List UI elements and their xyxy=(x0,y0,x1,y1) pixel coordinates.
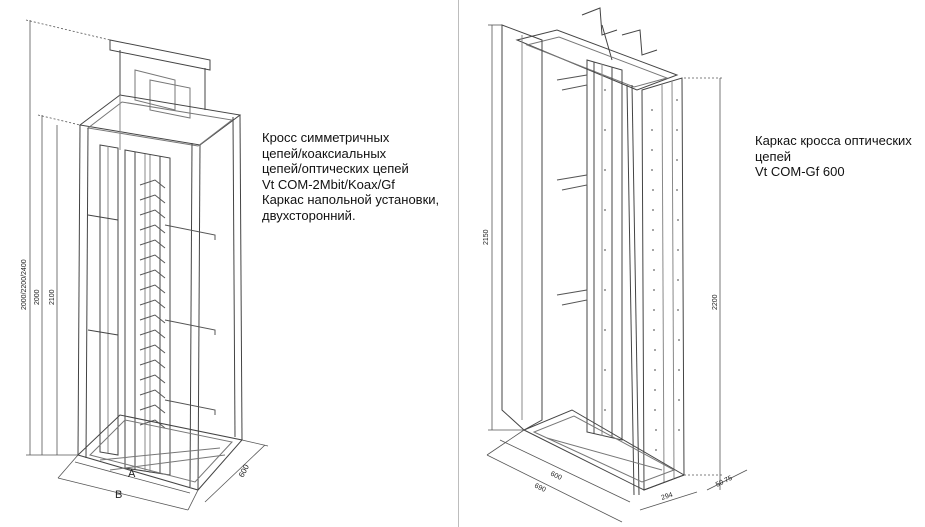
left-caption-line: цепей/коаксиальных xyxy=(262,145,387,161)
right-caption-line: Каркас кросса оптических xyxy=(755,133,912,148)
left-caption-line: Кросс симметричных xyxy=(262,130,390,145)
top-frame xyxy=(517,30,677,90)
left-caption-line: цепей/оптических цепей xyxy=(262,161,409,177)
top-bracket xyxy=(582,8,617,35)
frame-post-front-left xyxy=(78,125,80,455)
dim-label-b: B xyxy=(115,489,122,501)
base-frame xyxy=(524,410,684,490)
left-caption: Кросс симметричных цепей/коаксиальных це… xyxy=(262,130,439,224)
dim-line-a xyxy=(75,462,190,493)
dim-line-offset xyxy=(640,492,697,510)
dim-label-width-front: 600 xyxy=(549,471,563,482)
left-rack-drawing: 2000/2200/2400 2000 2100 A B 600 xyxy=(21,0,458,527)
left-caption-line: двухсторонний. xyxy=(262,207,356,223)
central-column xyxy=(125,150,170,475)
left-caption-line: Vt COM-2Mbit/Koax/Gf xyxy=(262,176,395,192)
vertical-rod xyxy=(627,85,634,495)
panel-divider xyxy=(458,0,459,527)
dim-label-depth: 600 xyxy=(237,462,251,478)
dim-label-offset: 294 xyxy=(660,492,673,502)
side-panel-left xyxy=(100,145,118,455)
dim-line-width-front xyxy=(500,440,630,502)
dim-label-height-right: 2200 xyxy=(712,294,719,310)
side-panel-left xyxy=(502,25,542,430)
dim-label-depth-bottom: 690 xyxy=(533,483,547,494)
right-caption: Каркас кросса оптических цепей Vt COM-Gf… xyxy=(755,133,912,180)
dim-label-3: 2100 xyxy=(49,289,56,305)
perforation-dots xyxy=(604,89,680,451)
left-caption-line: Каркас напольной установки, xyxy=(262,192,440,208)
dim-label-2: 2000 xyxy=(34,289,41,305)
frame-post-back-right xyxy=(240,115,242,440)
dim-line-depth xyxy=(205,445,265,502)
dim-line-b xyxy=(58,478,188,510)
right-caption-line: цепей xyxy=(755,148,792,164)
central-column xyxy=(587,60,622,440)
dim-label-small-gap: 50 75 xyxy=(715,475,734,489)
right-caption-line: Vt COM-Gf 600 xyxy=(755,164,845,180)
left-panel: 2000/2200/2400 2000 2100 A B 600 Кросс с… xyxy=(0,0,458,527)
top-frame xyxy=(80,95,240,145)
dim-label-a: A xyxy=(128,468,136,480)
dim-label-overall: 2000/2200/2400 xyxy=(21,259,28,310)
top-bracket xyxy=(110,40,210,70)
frame-post-front-right xyxy=(198,145,200,490)
dim-line-depth-bottom xyxy=(487,455,622,522)
right-panel: 2150 2200 600 690 294 50 75 Каркас кросс… xyxy=(462,0,925,527)
right-rack-drawing: 2150 2200 600 690 294 50 75 xyxy=(483,0,925,527)
dim-line-small-gap xyxy=(707,470,747,490)
dim-label-height-left: 2150 xyxy=(483,229,490,245)
